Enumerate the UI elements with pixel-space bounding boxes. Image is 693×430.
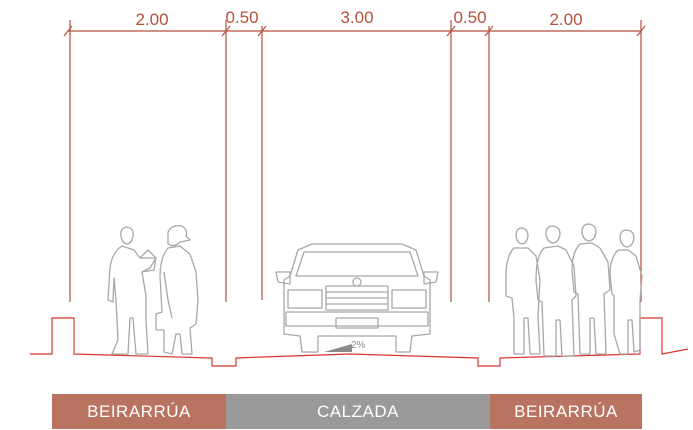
zone-band-roadway: CALZADA [226, 394, 490, 429]
dimension-label: 2.00 [135, 10, 168, 29]
dimension-label: 0.50 [225, 8, 258, 27]
svg-text:2%: 2% [351, 340, 366, 351]
zone-band-sidewalk-left: BEIRARRÚA [52, 394, 226, 429]
dimension-chain [63, 20, 646, 302]
pedestrian-group-left [107, 224, 199, 355]
dimension-label: 0.50 [453, 8, 486, 27]
zone-band-sidewalk-right: BEIRARRÚA [490, 394, 642, 429]
dimension-label: 2.00 [549, 10, 582, 29]
slope-indicator: 2% [324, 340, 366, 352]
pedestrian-group-right [505, 223, 643, 357]
car-front-view [275, 243, 439, 353]
dimension-label: 3.00 [340, 8, 373, 27]
